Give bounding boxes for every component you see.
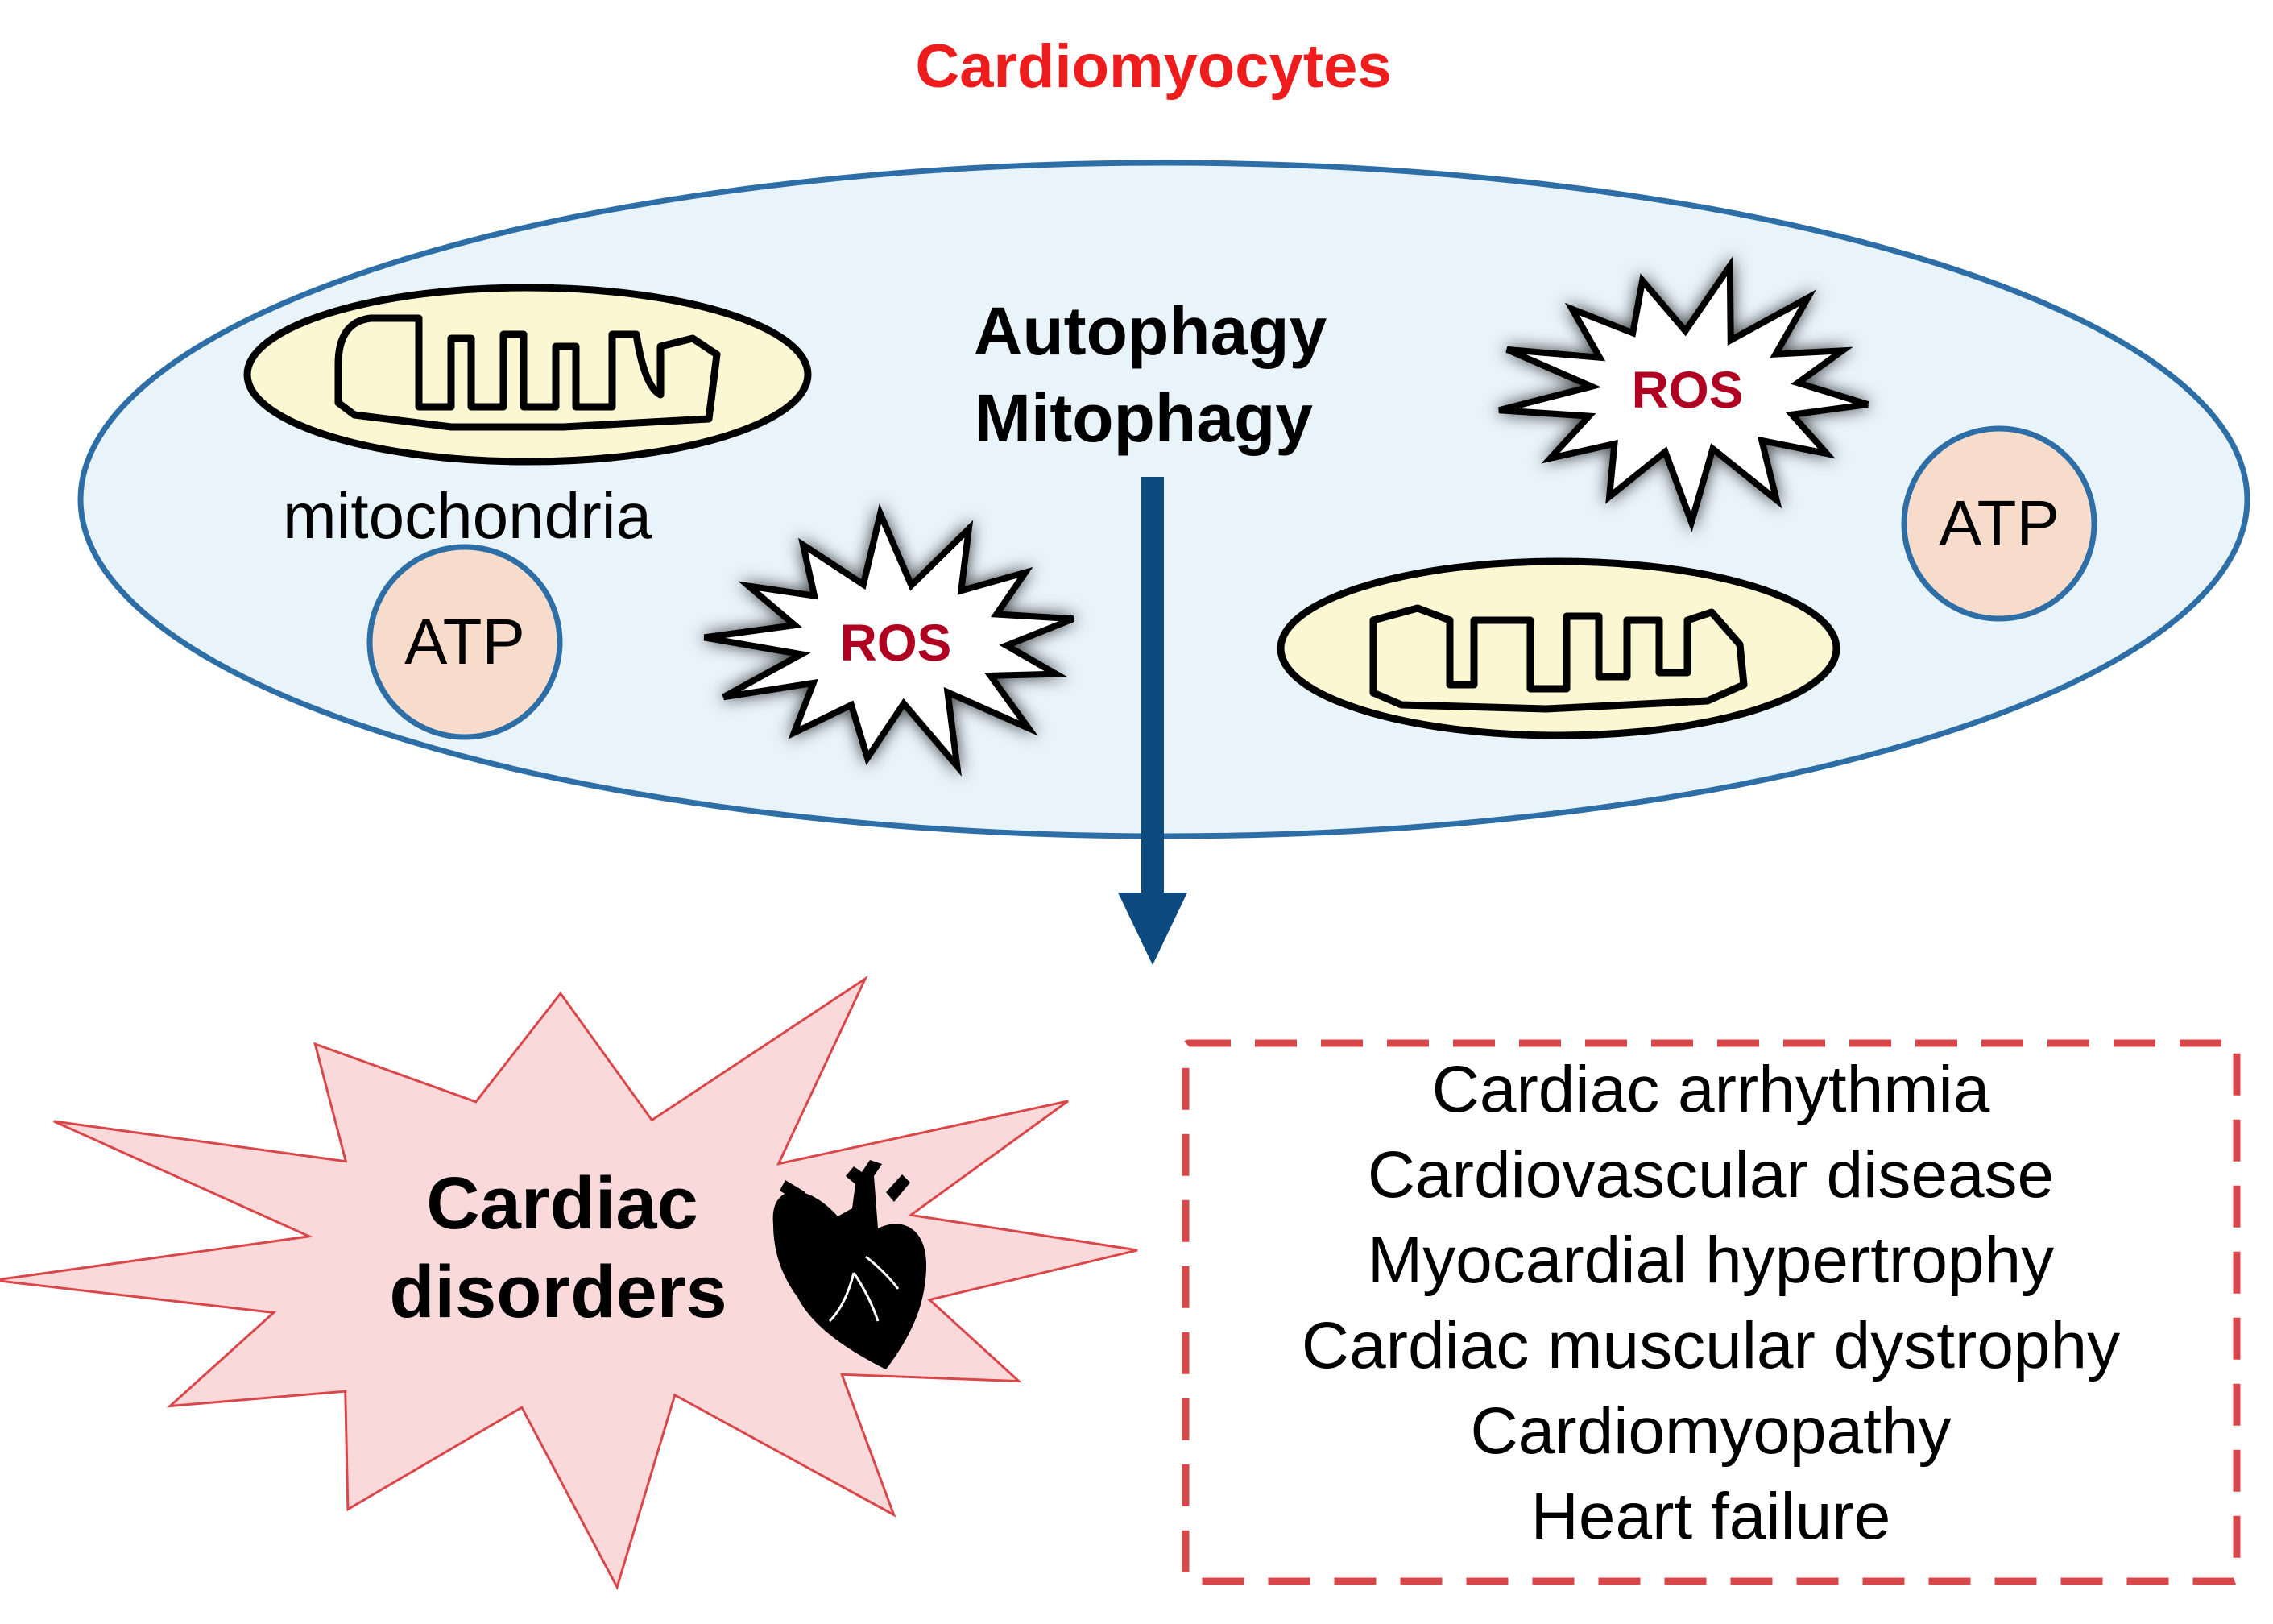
disorder-item: Heart failure — [1531, 1480, 1891, 1553]
cardiac-disorders-line2: disorders — [389, 1251, 727, 1333]
disorder-item: Cardiovascular disease — [1368, 1138, 2054, 1212]
ros-label: ROS — [1632, 361, 1744, 419]
ros-label: ROS — [840, 614, 952, 672]
mitochondrion-1 — [243, 284, 812, 466]
cardiac-disorders-burst — [0, 975, 1138, 1591]
mitophagy-label: Mitophagy — [975, 380, 1313, 456]
mitochondrion-2 — [1277, 557, 1840, 740]
mitochondrion-cristae — [1369, 604, 1748, 713]
atp-molecule-1: ATP — [366, 544, 563, 740]
mitochondria-label: mitochondria — [283, 480, 652, 552]
disorder-item: Cardiac arrhythmia — [1432, 1053, 1990, 1126]
diagram-title: Cardiomyocytes — [915, 32, 1391, 101]
atp-label: ATP — [404, 606, 525, 677]
atp-molecule-2: ATP — [1901, 425, 2097, 622]
cardiac-disorders-line1: Cardiac — [426, 1162, 698, 1245]
autophagy-label: Autophagy — [974, 293, 1327, 369]
ros-burst-1: ROS — [703, 503, 1074, 777]
disorder-item: Cardiac muscular dystrophy — [1302, 1309, 2120, 1382]
atp-label: ATP — [1939, 487, 2060, 559]
heart-icon — [772, 1160, 926, 1369]
disorder-item: Cardiomyopathy — [1470, 1394, 1951, 1468]
disorder-item: Myocardial hypertrophy — [1368, 1224, 2054, 1297]
mitochondrion-cristae — [334, 314, 721, 431]
ros-burst-2: ROS — [1498, 255, 1869, 533]
down-arrow — [1118, 477, 1187, 965]
